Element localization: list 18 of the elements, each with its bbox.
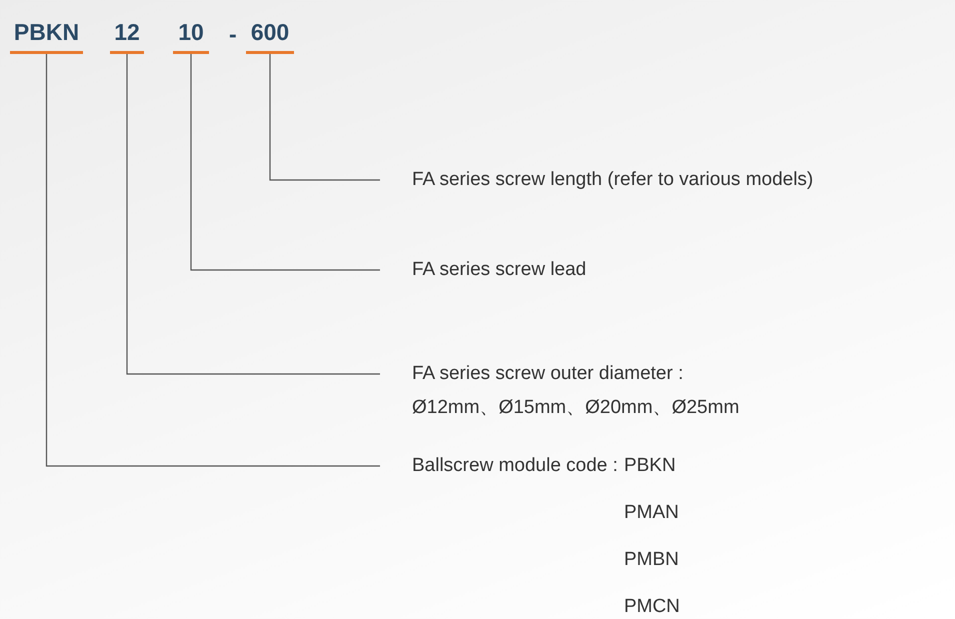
model-code-segment: PBKN bbox=[10, 14, 83, 54]
leader-line bbox=[190, 54, 380, 271]
separator-text: - bbox=[229, 20, 237, 49]
description-text: FA series screw outer diameter : bbox=[412, 362, 684, 386]
module-code: PBKN bbox=[624, 454, 677, 478]
leader-line bbox=[46, 54, 380, 467]
module-code: PMBN bbox=[624, 548, 680, 572]
description-text: FA series screw length (refer to various models) bbox=[412, 168, 814, 192]
model-code-segment: 10 bbox=[173, 14, 209, 54]
leader-line bbox=[126, 54, 380, 375]
leader-line bbox=[269, 54, 380, 181]
module-code: PMCN bbox=[624, 595, 680, 619]
description-text: Ø12mm、Ø15mm、Ø20mm、Ø25mm bbox=[412, 396, 740, 420]
module-code: PMAN bbox=[624, 501, 680, 525]
model-code-segment: 12 bbox=[110, 14, 144, 54]
model-code-segment: 600 bbox=[246, 14, 294, 54]
description-text: Ballscrew module code : bbox=[412, 454, 618, 478]
description-text: FA series screw lead bbox=[412, 258, 588, 282]
